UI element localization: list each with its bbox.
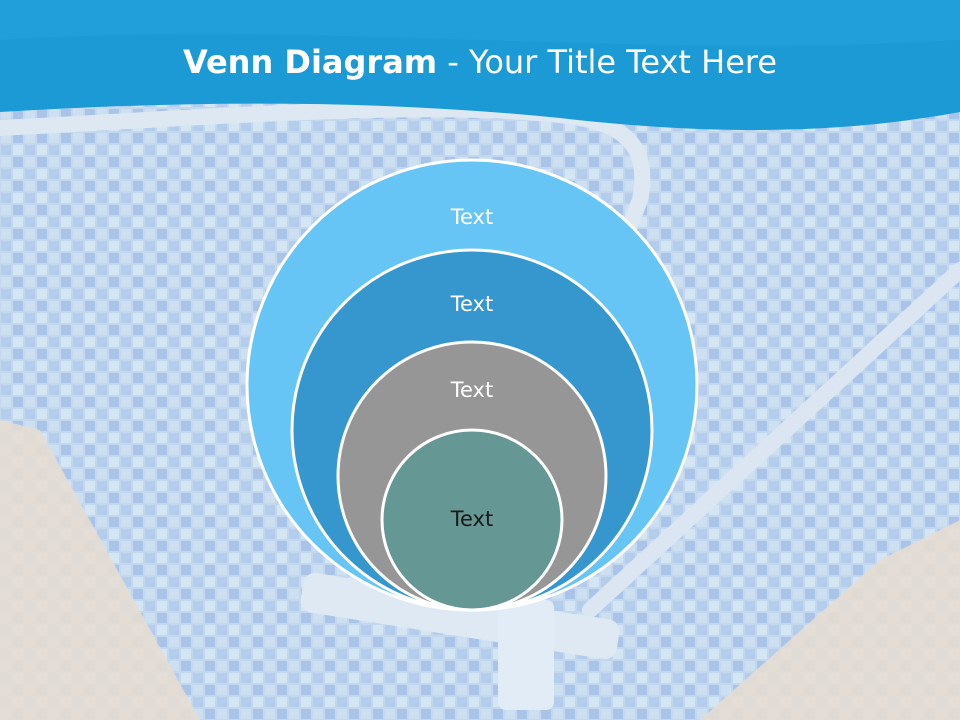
pool-edge-left: [0, 420, 200, 720]
title-rest: - Your Title Text Here: [437, 43, 778, 81]
circle-inner-label: Text: [450, 507, 493, 531]
pool-vacuum-pole: [582, 262, 960, 618]
circle-third-label: Text: [450, 378, 493, 402]
circle-second-label: Text: [450, 292, 493, 316]
pool-vacuum-neck: [498, 600, 554, 710]
header-highlight: [0, 0, 960, 46]
title-bold: Venn Diagram: [182, 43, 438, 81]
header-band: [0, 0, 960, 130]
circle-inner: Text: [380, 428, 564, 612]
pool-edge-right: [700, 520, 960, 720]
circle-outer-label: Text: [450, 205, 493, 229]
page-title: Venn Diagram - Your Title Text Here: [0, 38, 960, 86]
